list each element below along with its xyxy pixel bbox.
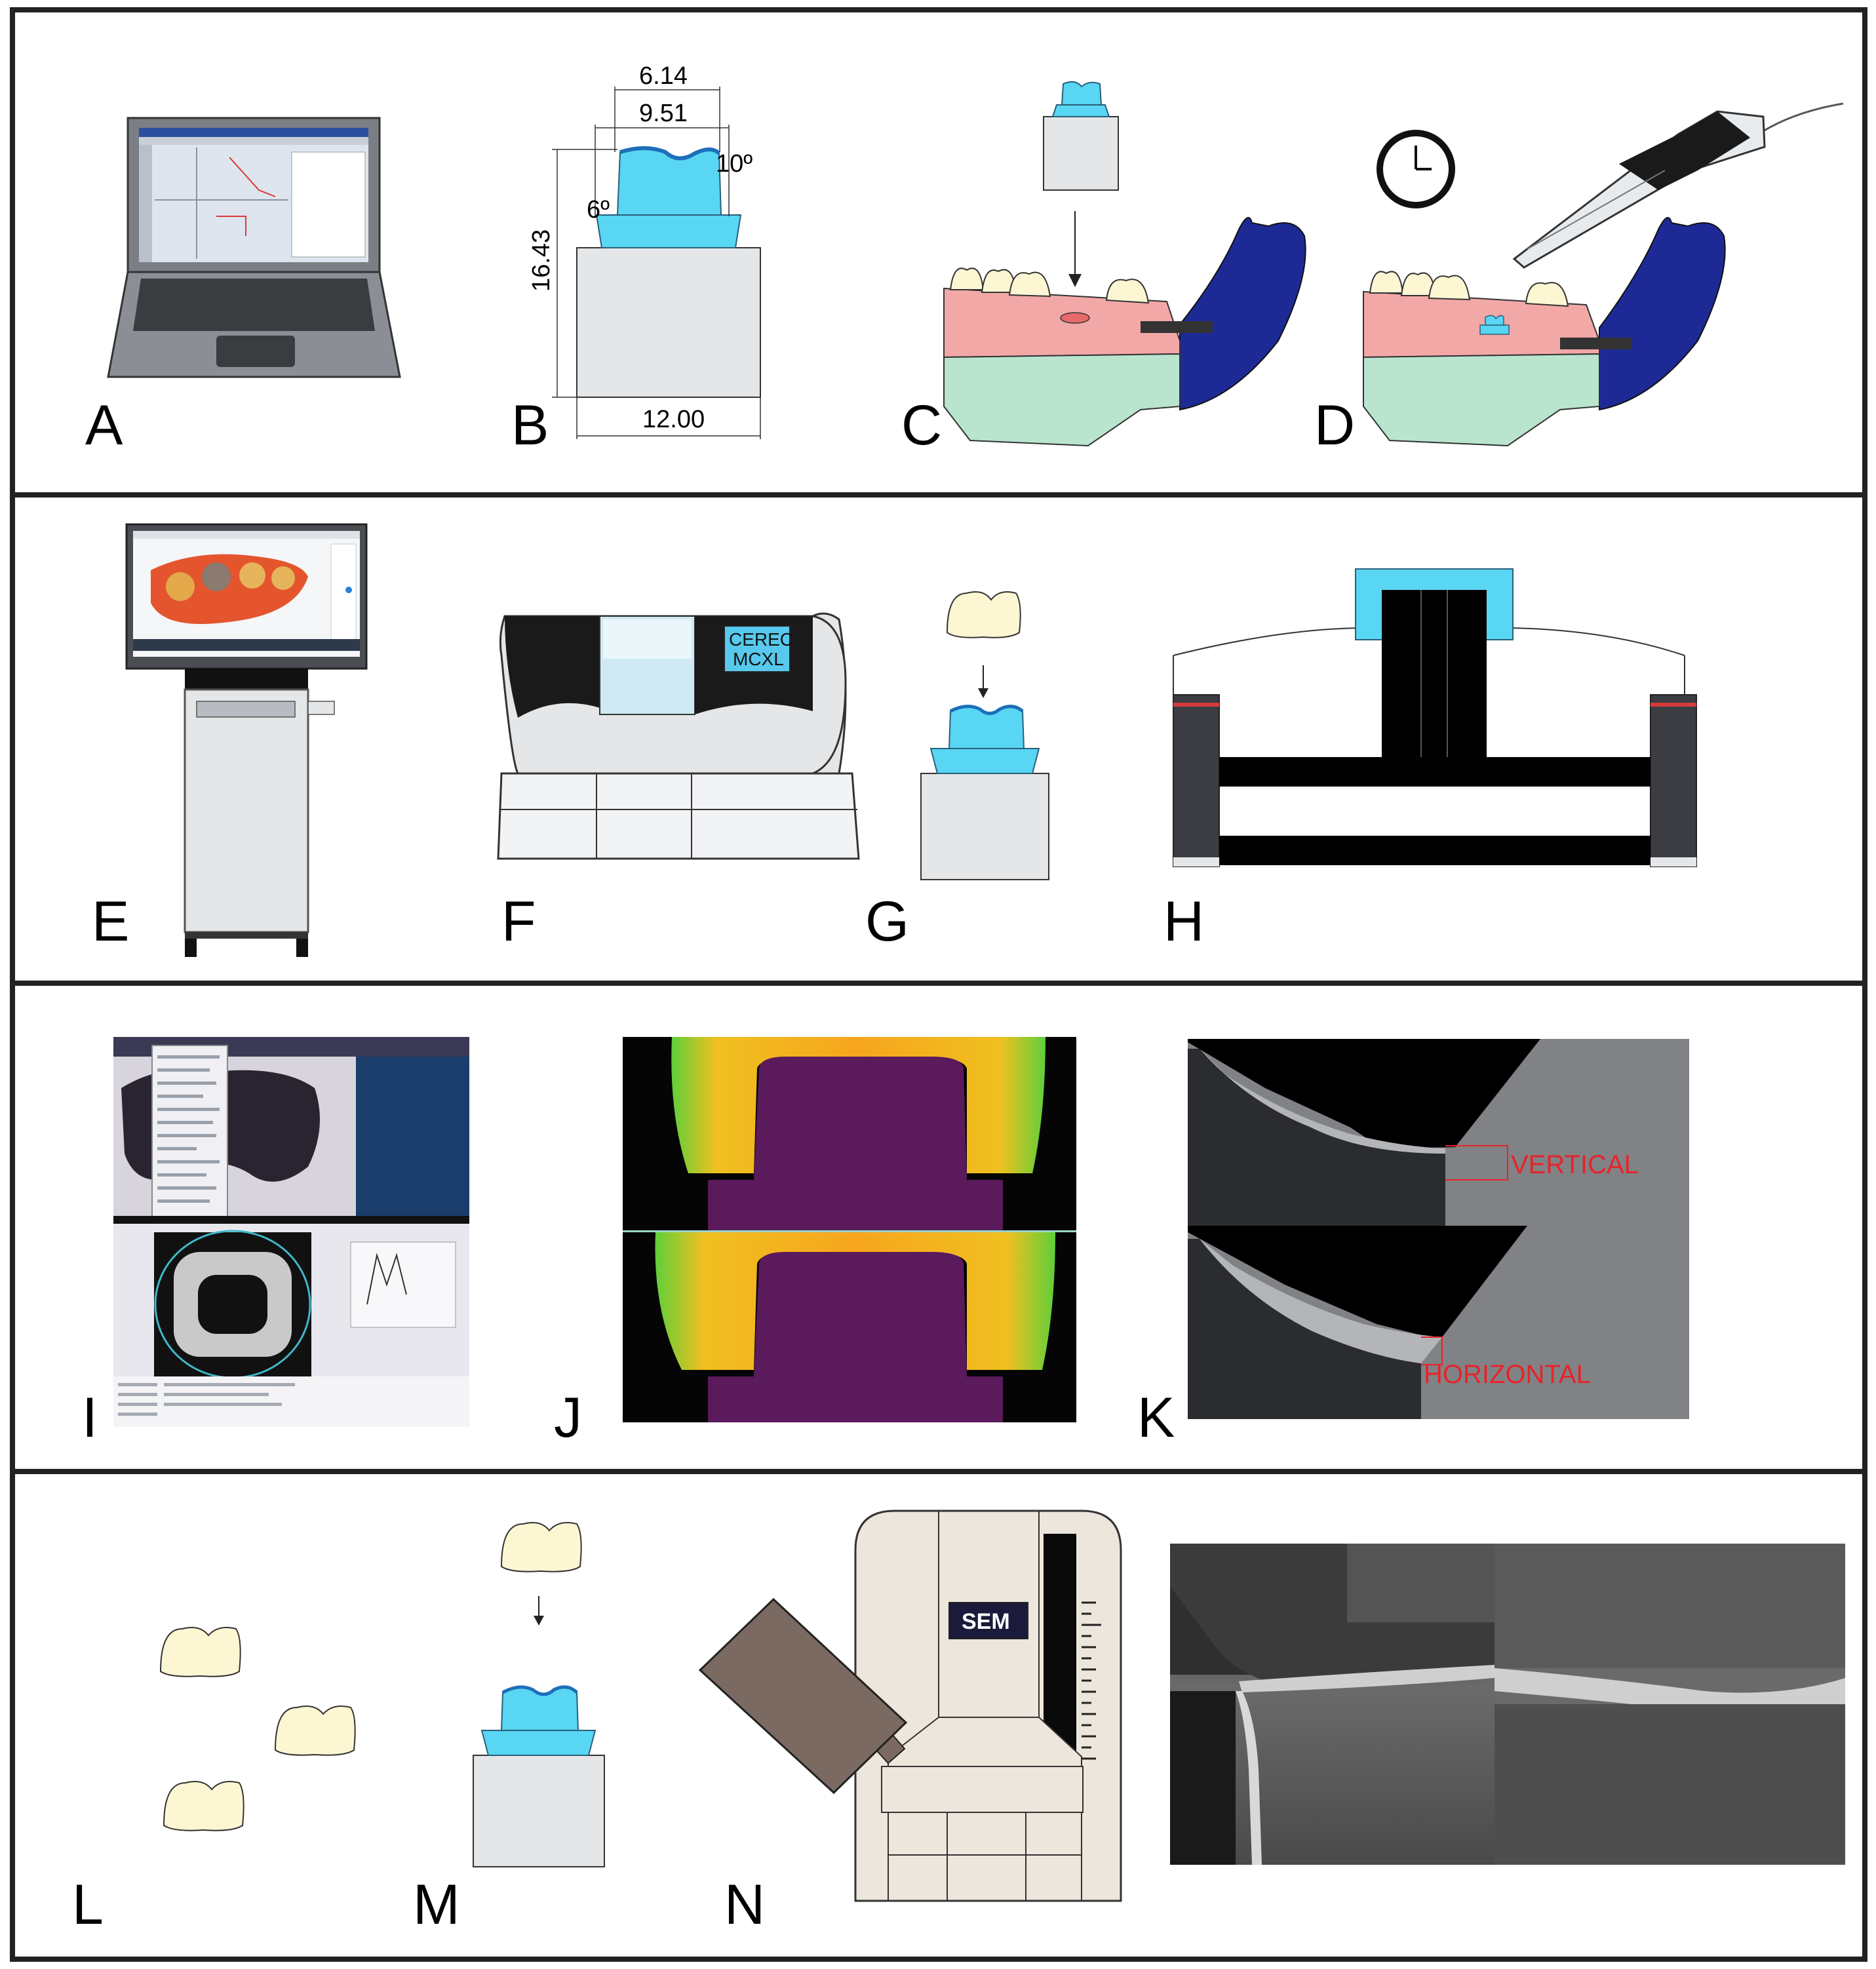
label-horizontal: HORIZONTAL <box>1424 1360 1591 1389</box>
panel-label-b: B <box>511 394 549 457</box>
dim-base-width: 12.00 <box>642 406 705 433</box>
panel-label-j: J <box>554 1386 582 1449</box>
label-vertical: VERTICAL <box>1511 1150 1639 1179</box>
panel-g-crown-on-die <box>920 591 1049 880</box>
dim-top-width: 6.14 <box>639 62 688 90</box>
mill-label-line1: CEREC <box>729 629 793 650</box>
panel-label-h: H <box>1163 890 1204 953</box>
panel-label-c: C <box>901 394 942 457</box>
panel-label-k: K <box>1137 1386 1175 1449</box>
panel-a-laptop <box>107 117 401 378</box>
panel-j-cross-sections <box>623 1037 1076 1422</box>
panel-e-workstation <box>125 523 368 957</box>
panel-n-sem-microscope <box>698 1510 1122 1902</box>
mill-label-line2: MCXL <box>733 649 784 669</box>
panel-k-gap-measurement <box>1188 1039 1689 1419</box>
dim-angle-right: 10º <box>716 150 752 178</box>
panel-label-d: D <box>1314 394 1355 457</box>
panel-c-jaw-model <box>943 81 1306 447</box>
panel-label-e: E <box>92 890 129 953</box>
panel-label-a: A <box>85 394 123 457</box>
panel-label-f: F <box>501 890 536 953</box>
panel-label-l: L <box>72 1873 104 1936</box>
panel-label-g: G <box>865 890 909 953</box>
sem-label: SEM <box>962 1609 1010 1634</box>
sem-micrographs <box>1170 1544 1845 1865</box>
panel-f-milling-machine <box>497 612 860 860</box>
panel-b-die-drawing <box>552 87 761 439</box>
panel-h-holding-jig <box>1173 568 1697 867</box>
panel-label-m: M <box>413 1873 460 1936</box>
dim-angle-left: 6º <box>587 196 610 224</box>
dim-height: 16.43 <box>528 229 555 292</box>
dim-mid-width: 9.51 <box>639 100 688 127</box>
panel-m-crown-on-die <box>473 1522 605 1867</box>
panel-d-jaw-scan <box>1363 102 1844 447</box>
panel-label-n: N <box>724 1873 765 1936</box>
panel-label-i: I <box>82 1386 98 1449</box>
panel-l-crowns <box>159 1627 356 1831</box>
panel-i-software-photos <box>113 1037 469 1427</box>
